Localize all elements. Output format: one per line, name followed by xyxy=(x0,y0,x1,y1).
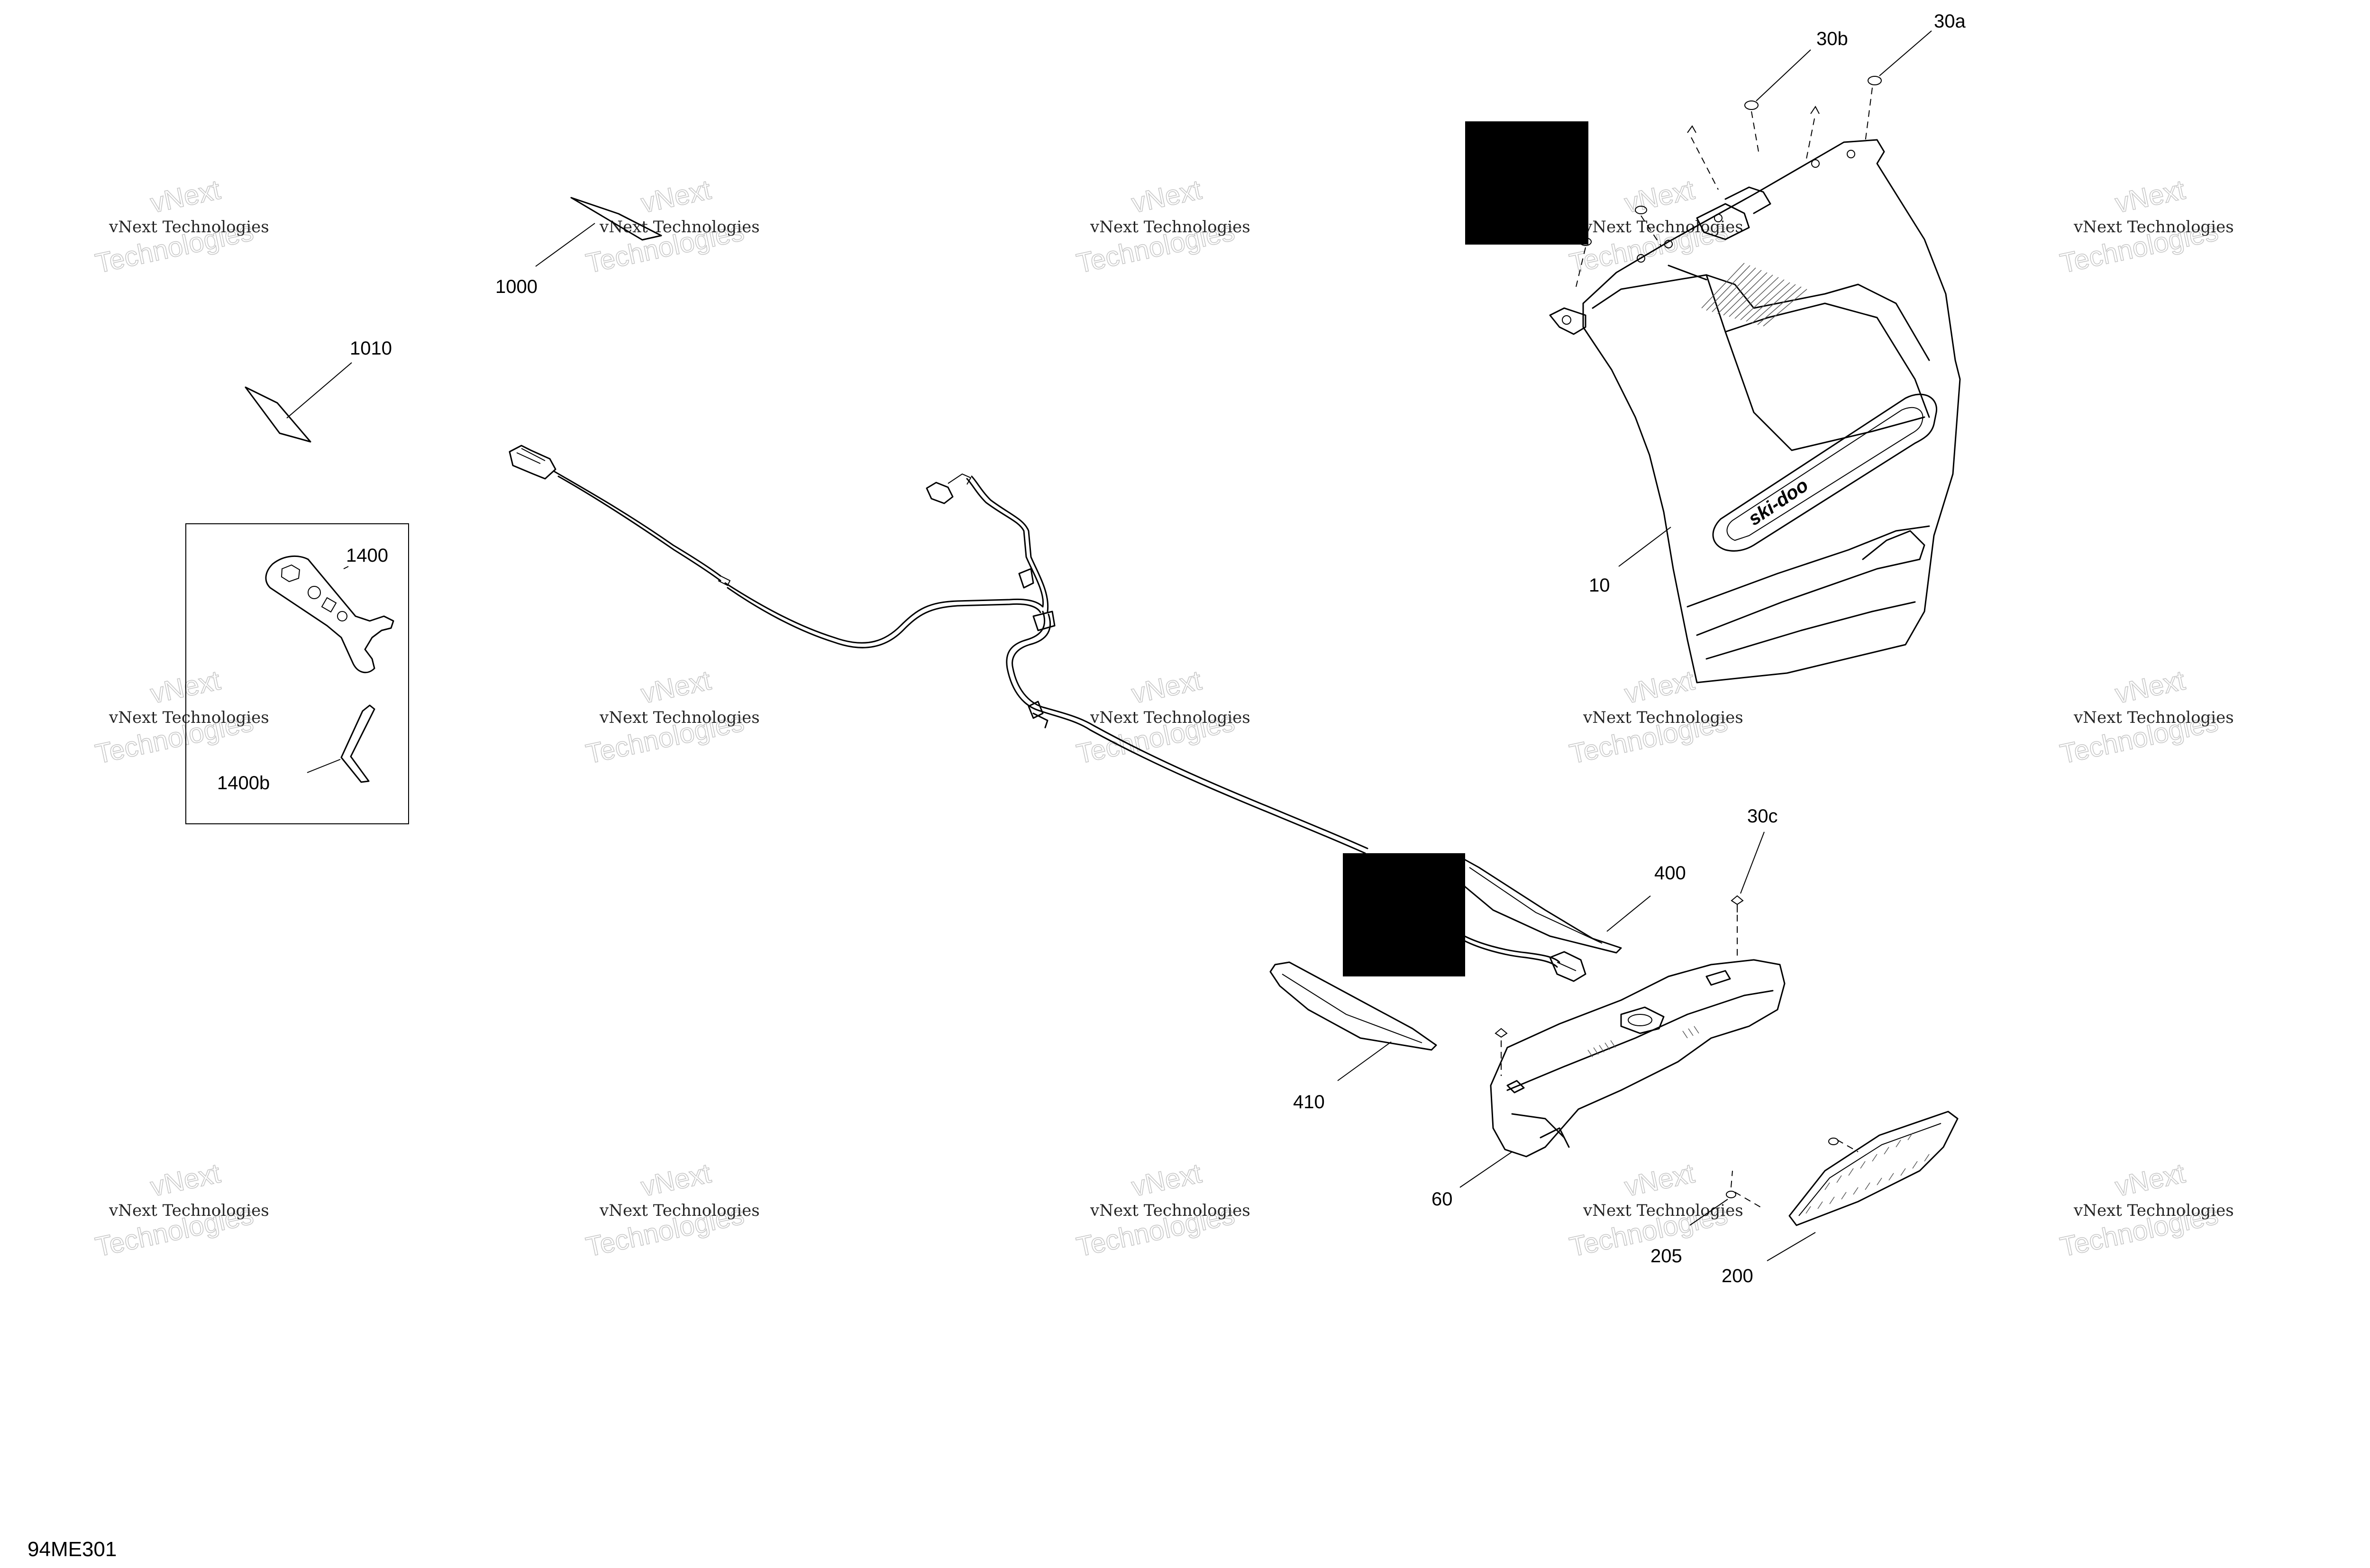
watermark-text: vNext Technologies xyxy=(2073,708,2234,727)
callout-200: 200 xyxy=(1722,1266,1753,1286)
part-400-shield: 400 xyxy=(1457,855,1686,954)
watermark-text: vNext Technologies xyxy=(1090,1201,1250,1220)
part-200-plate: 200 xyxy=(1722,1111,1959,1286)
watermark-outline-top: vNext xyxy=(638,1158,714,1203)
watermark-text: vNext Technologies xyxy=(1090,218,1250,237)
callout-205: 205 xyxy=(1650,1246,1682,1267)
callout-400: 400 xyxy=(1654,863,1686,884)
watermark-outline-top: vNext xyxy=(2113,174,2188,219)
harness-connector-upper xyxy=(926,473,972,504)
callout-1400: 1400 xyxy=(346,545,388,566)
callout-1000: 1000 xyxy=(495,276,538,297)
part-205-screws: 205 xyxy=(1650,1138,1859,1267)
part-1400b-hex-key xyxy=(307,704,375,783)
watermark-outline-top: vNext xyxy=(1129,665,1204,710)
watermark-outline-top: vNext xyxy=(148,1158,223,1203)
watermark-text: vNext Technologies xyxy=(1583,708,1743,727)
callout-1400b: 1400b xyxy=(217,773,270,793)
watermark-outline-top: vNext xyxy=(1622,665,1697,710)
watermark-text: vNext Technologies xyxy=(1090,708,1250,727)
watermark-text: vNext Technologies xyxy=(109,1201,269,1220)
watermark-text: vNext Technologies xyxy=(599,218,760,237)
grille-vents xyxy=(1701,263,1807,327)
watermark-text: vNext Technologies xyxy=(2073,1201,2234,1220)
callout-410: 410 xyxy=(1293,1092,1325,1112)
part-410-shield: 410 xyxy=(1269,961,1437,1112)
redacted-block-middle xyxy=(1343,853,1465,976)
wiring-harness xyxy=(509,445,1586,982)
ski-doo-logo-plate: ski-doo xyxy=(1712,393,1938,552)
harness-connector-left xyxy=(509,445,556,480)
part-60-housing: 30c 60 xyxy=(1431,806,1786,1210)
callout-30c: 30c xyxy=(1747,806,1778,827)
redacted-block-upper xyxy=(1465,121,1588,245)
watermark-text: vNext Technologies xyxy=(109,218,269,237)
callout-60: 60 xyxy=(1431,1189,1453,1210)
watermark-outline-top: vNext xyxy=(2113,1158,2188,1203)
watermark-outline-top: vNext xyxy=(1622,1158,1697,1203)
callout-1010: 1010 xyxy=(350,338,392,359)
fasteners-30a-30b: 30a 30b xyxy=(1576,11,1966,287)
callout-30b: 30b xyxy=(1816,28,1848,49)
watermark-outline-top: vNext xyxy=(638,174,714,219)
part-1000-decal: 1000 xyxy=(495,197,662,297)
watermark-text: vNext Technologies xyxy=(1583,218,1743,237)
watermark-text: vNext Technologies xyxy=(2073,218,2234,237)
tool-kit-box: 1400 1400b xyxy=(185,523,409,824)
harness-connector-right xyxy=(1549,951,1586,982)
drawing-code: 94ME301 xyxy=(27,1538,117,1561)
watermark-outline-top: vNext xyxy=(148,174,223,219)
watermark-text: vNext Technologies xyxy=(599,708,760,727)
callout-30a: 30a xyxy=(1934,11,1966,32)
watermark-outline-top: vNext xyxy=(1129,174,1204,219)
watermark-outline-top: vNext xyxy=(638,665,714,710)
watermark-text: vNext Technologies xyxy=(1583,1201,1743,1220)
watermark-text: vNext Technologies xyxy=(599,1201,760,1220)
callout-10: 10 xyxy=(1589,575,1610,596)
watermark-outline-top: vNext xyxy=(1622,174,1697,219)
part-1400-wrench xyxy=(265,555,394,674)
watermark-text: vNext Technologies xyxy=(109,708,269,727)
watermark-outline-top: vNext xyxy=(1129,1158,1204,1203)
watermark-outline-top: vNext xyxy=(2113,665,2188,710)
part-1010-decal: 1010 xyxy=(245,338,392,443)
